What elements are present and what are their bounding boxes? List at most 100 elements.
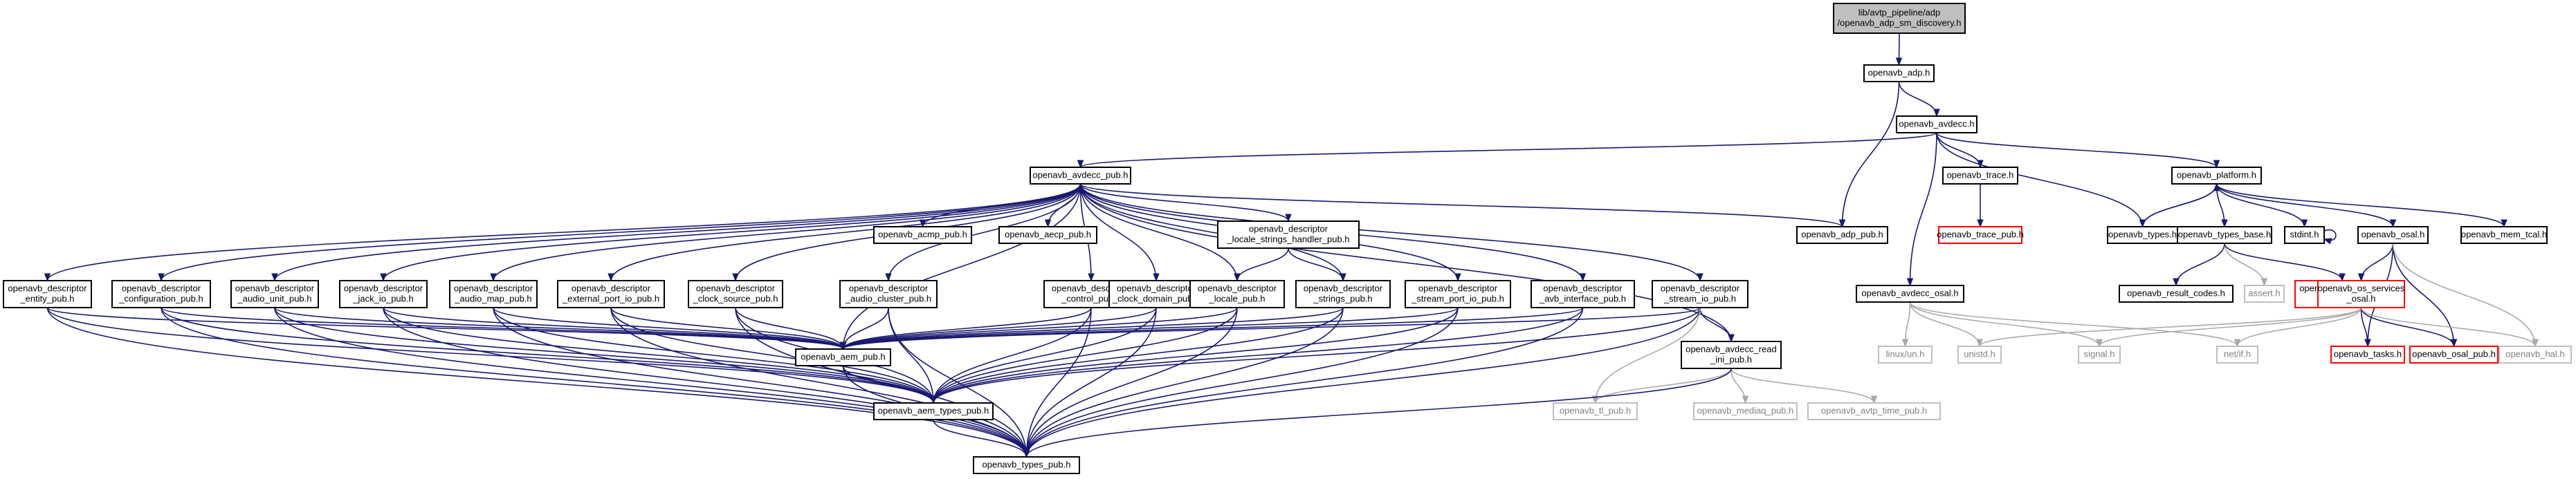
node-jack-io[interactable]: openavb_descriptor_jack_io_pub.h bbox=[339, 280, 428, 308]
arrowhead bbox=[1044, 219, 1052, 228]
node-avdecc-osal[interactable]: openavb_avdecc_osal.h bbox=[1856, 285, 1964, 303]
node-aecp-pub[interactable]: openavb_aecp_pub.h bbox=[998, 226, 1097, 244]
arrowhead bbox=[1895, 57, 1903, 66]
node-external-port-io[interactable]: openavb_descriptor_external_port_io_pub.… bbox=[557, 280, 665, 308]
node-avdecc-pub[interactable]: openavb_avdecc_pub.h bbox=[1030, 167, 1131, 185]
node-root[interactable]: lib/avtp_pipeline/adp/openavb_adp_sm_dis… bbox=[1833, 3, 1966, 34]
arrowhead bbox=[1977, 219, 1984, 228]
arrowhead bbox=[2532, 339, 2539, 348]
node-aem-pub[interactable]: openavb_aem_pub.h bbox=[795, 348, 891, 366]
edge-line bbox=[1079, 183, 1843, 227]
node-box bbox=[998, 226, 1097, 244]
edge-line bbox=[2216, 183, 2305, 227]
node-mem-tcal[interactable]: openavb_mem_tcal.h bbox=[2460, 226, 2548, 244]
edge-line bbox=[933, 307, 1157, 404]
edge-avdecc-pub-to-entity bbox=[44, 183, 1081, 282]
node-osal[interactable]: openavb_osal.h bbox=[2357, 226, 2429, 244]
node-label: _audio_map_pub.h bbox=[454, 294, 531, 304]
node-os-services[interactable]: openavb_os_services_osal.h bbox=[2317, 280, 2405, 308]
edge-line bbox=[933, 307, 1584, 404]
node-box bbox=[873, 402, 994, 420]
node-types-pub[interactable]: openavb_types_pub.h bbox=[973, 456, 1080, 474]
edge-line bbox=[1594, 368, 1732, 404]
node-avdecc-read-ini[interactable]: openavb_avdecc_read_ini_pub.h bbox=[1681, 341, 1782, 369]
arrowhead bbox=[1023, 449, 1030, 458]
edge-avdecc-read-ini-to-avtp-time-pub bbox=[1730, 368, 1878, 404]
arrowhead bbox=[2213, 182, 2220, 191]
node-acmp-pub[interactable]: openavb_acmp_pub.h bbox=[873, 226, 972, 244]
node-audio-unit[interactable]: openavb_descriptor_audio_unit_pub.h bbox=[230, 280, 319, 308]
edge-clock-domain-to-aem-types-pub bbox=[930, 307, 1157, 404]
edge-avdecc-to-trace bbox=[1936, 132, 1984, 169]
node-types[interactable]: openavb_types.h bbox=[2107, 226, 2178, 244]
node-avdecc[interactable]: openavb_avdecc.h bbox=[1896, 115, 1977, 133]
node-clock-domain[interactable]: openavb_descriptor_clock_domain_pub.h bbox=[1108, 280, 1204, 308]
node-adp[interactable]: openavb_adp.h bbox=[1863, 64, 1935, 82]
edge-line bbox=[274, 307, 1027, 458]
node-box bbox=[2216, 346, 2258, 364]
node-osal-pub[interactable]: openavb_osal_pub.h bbox=[2409, 346, 2499, 364]
node-net-if[interactable]: net/if.h bbox=[2216, 346, 2258, 364]
arrowhead bbox=[490, 273, 497, 282]
arrowhead bbox=[2260, 278, 2268, 287]
node-trace[interactable]: openavb_trace.h bbox=[1942, 167, 2018, 185]
node-stdint[interactable]: stdint.h bbox=[2284, 226, 2325, 244]
edge-line bbox=[274, 307, 844, 350]
node-linux-un[interactable]: linux/un.h bbox=[1878, 346, 1933, 364]
node-label: openavb_descriptor bbox=[1117, 283, 1196, 294]
node-assert[interactable]: assert.h bbox=[2244, 285, 2285, 303]
edge-line bbox=[383, 307, 934, 404]
node-box bbox=[2499, 346, 2572, 364]
node-label: assert.h bbox=[2248, 288, 2280, 299]
node-tl-pub[interactable]: openavb_tl_pub.h bbox=[1553, 402, 1638, 420]
edge-line bbox=[2216, 183, 2505, 227]
node-entity[interactable]: openavb_descriptor_entity_pub.h bbox=[3, 280, 92, 308]
edge-clock-domain-to-aem-pub bbox=[839, 307, 1157, 350]
node-stream-io[interactable]: openavb_descriptor_stream_io_pub.h bbox=[1652, 280, 1748, 308]
node-mediaq-pub[interactable]: openavb_mediaq_pub.h bbox=[1693, 402, 1798, 420]
node-label: linux/un.h bbox=[1886, 349, 1925, 359]
node-trace-pub[interactable]: openavb_trace_pub.h bbox=[1937, 226, 2024, 244]
arrowhead bbox=[44, 273, 51, 282]
edge-line bbox=[1079, 183, 1289, 222]
node-strings[interactable]: openavb_descriptor_strings_pub.h bbox=[1295, 280, 1391, 308]
node-box bbox=[1295, 280, 1391, 308]
node-clock-source[interactable]: openavb_descriptor_clock_source_pub.h bbox=[688, 280, 783, 308]
node-box bbox=[1938, 226, 2022, 244]
node-signal[interactable]: signal.h bbox=[2078, 346, 2121, 364]
edge-avdecc-osal-to-net-if bbox=[1909, 301, 2241, 348]
node-configuration[interactable]: openavb_descriptor_configuration_pub.h bbox=[111, 280, 211, 308]
edge-line bbox=[2392, 243, 2455, 347]
edge-avdecc-pub-to-locale-strings-handler bbox=[1079, 183, 1292, 223]
node-result-codes[interactable]: openavb_result_codes.h bbox=[2119, 285, 2234, 303]
node-aem-types-pub[interactable]: openavb_aem_types_pub.h bbox=[873, 402, 994, 420]
arrowhead bbox=[2357, 273, 2365, 282]
node-stream-port-io[interactable]: openavb_descriptor_stream_port_io_pub.h bbox=[1405, 280, 1511, 308]
node-locale-strings-handler[interactable]: openavb_descriptor_locale_strings_handle… bbox=[1217, 220, 1360, 249]
node-tasks[interactable]: openavb_tasks.h bbox=[2330, 346, 2405, 364]
edge-line bbox=[493, 183, 1081, 281]
edge-types-to-platform bbox=[2141, 182, 2220, 227]
edge-avdecc-to-avdecc-osal bbox=[1906, 132, 1937, 287]
node-audio-cluster[interactable]: openavb_descriptor_audio_cluster_pub.h bbox=[839, 280, 938, 308]
edge-line bbox=[842, 307, 1459, 350]
node-adp-pub[interactable]: openavb_adp_pub.h bbox=[1796, 226, 1888, 244]
node-label: openavb_osal.h bbox=[2362, 229, 2425, 240]
node-types-base[interactable]: openavb_types_base.h bbox=[2177, 226, 2272, 244]
node-box bbox=[1878, 346, 1933, 364]
edge-types-base-to-result-codes bbox=[2173, 243, 2225, 287]
node-hal[interactable]: openavb_hal.h bbox=[2499, 346, 2572, 364]
node-platform[interactable]: openavb_platform.h bbox=[2171, 167, 2262, 185]
node-avb-interface[interactable]: openavb_descriptor_avb_interface_pub.h bbox=[1531, 280, 1635, 308]
edge-avdecc-pub-to-audio-cluster bbox=[885, 183, 1081, 282]
node-box bbox=[2244, 285, 2285, 303]
node-avtp-time-pub[interactable]: openavb_avtp_time_pub.h bbox=[1807, 402, 1941, 420]
node-unistd[interactable]: unistd.h bbox=[1957, 346, 2002, 364]
node-audio-map[interactable]: openavb_descriptor_audio_map_pub.h bbox=[449, 280, 538, 308]
edge-avdecc-pub-to-audio-map bbox=[490, 183, 1081, 282]
node-locale[interactable]: openavb_descriptor_locale_pub.h bbox=[1189, 280, 1285, 308]
nodes-layer: lib/avtp_pipeline/adp/openavb_adp_sm_dis… bbox=[3, 3, 2572, 474]
edge-line bbox=[493, 307, 934, 404]
edge-line bbox=[46, 307, 934, 404]
